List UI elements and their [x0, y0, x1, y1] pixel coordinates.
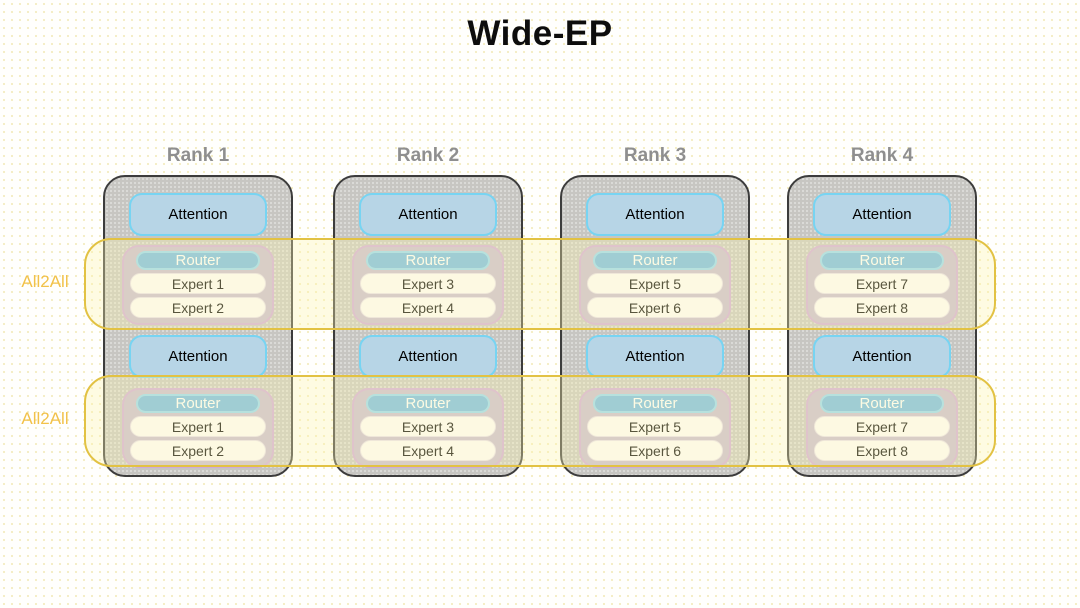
expert-block: Expert 1	[130, 273, 266, 294]
expert-block: Expert 4	[360, 297, 496, 318]
router-block: Router	[593, 394, 717, 413]
router-block: Router	[820, 251, 944, 270]
rank-box: Attention Router Expert 3 Expert 4 Atten…	[333, 175, 523, 477]
rank-column-4: Rank 4 Attention Router Expert 7 Expert …	[787, 145, 977, 477]
rank-column-1: Rank 1 Attention Router Expert 1 Expert …	[103, 145, 293, 477]
moe-group: Router Expert 1 Expert 2	[122, 245, 274, 325]
expert-block: Expert 2	[130, 297, 266, 318]
rank-column-2: Rank 2 Attention Router Expert 3 Expert …	[333, 145, 523, 477]
expert-block: Expert 4	[360, 440, 496, 461]
expert-block: Expert 2	[130, 440, 266, 461]
attention-block: Attention	[586, 335, 724, 378]
attention-block: Attention	[359, 193, 497, 236]
rank-box: Attention Router Expert 5 Expert 6 Atten…	[560, 175, 750, 477]
expert-block: Expert 3	[360, 273, 496, 294]
router-block: Router	[366, 394, 490, 413]
rank-label: Rank 1	[166, 145, 230, 166]
moe-group: Router Expert 5 Expert 6	[579, 388, 731, 468]
expert-block: Expert 8	[814, 297, 950, 318]
expert-block: Expert 5	[587, 416, 723, 437]
expert-block: Expert 6	[587, 297, 723, 318]
expert-block: Expert 1	[130, 416, 266, 437]
router-block: Router	[820, 394, 944, 413]
moe-group: Router Expert 1 Expert 2	[122, 388, 274, 468]
attention-block: Attention	[586, 193, 724, 236]
moe-group: Router Expert 3 Expert 4	[352, 245, 504, 325]
attention-block: Attention	[813, 193, 951, 236]
router-block: Router	[136, 251, 260, 270]
expert-block: Expert 5	[587, 273, 723, 294]
moe-group: Router Expert 7 Expert 8	[806, 245, 958, 325]
attention-block: Attention	[359, 335, 497, 378]
router-block: Router	[593, 251, 717, 270]
attention-block: Attention	[813, 335, 951, 378]
diagram-title: Wide-EP	[467, 14, 613, 53]
expert-block: Expert 7	[814, 416, 950, 437]
attention-block: Attention	[129, 193, 267, 236]
rank-box: Attention Router Expert 7 Expert 8 Atten…	[787, 175, 977, 477]
attention-block: Attention	[129, 335, 267, 378]
expert-block: Expert 3	[360, 416, 496, 437]
expert-block: Expert 6	[587, 440, 723, 461]
expert-block: Expert 7	[814, 273, 950, 294]
moe-group: Router Expert 7 Expert 8	[806, 388, 958, 468]
rank-label: Rank 3	[623, 145, 687, 166]
moe-group: Router Expert 5 Expert 6	[579, 245, 731, 325]
rank-column-3: Rank 3 Attention Router Expert 5 Expert …	[560, 145, 750, 477]
rank-label: Rank 4	[850, 145, 914, 166]
all2all-label-top: All2All	[21, 272, 69, 291]
all2all-label-bottom: All2All	[21, 409, 69, 428]
router-block: Router	[366, 251, 490, 270]
expert-block: Expert 8	[814, 440, 950, 461]
router-block: Router	[136, 394, 260, 413]
rank-box: Attention Router Expert 1 Expert 2 Atten…	[103, 175, 293, 477]
rank-label: Rank 2	[396, 145, 460, 166]
moe-group: Router Expert 3 Expert 4	[352, 388, 504, 468]
